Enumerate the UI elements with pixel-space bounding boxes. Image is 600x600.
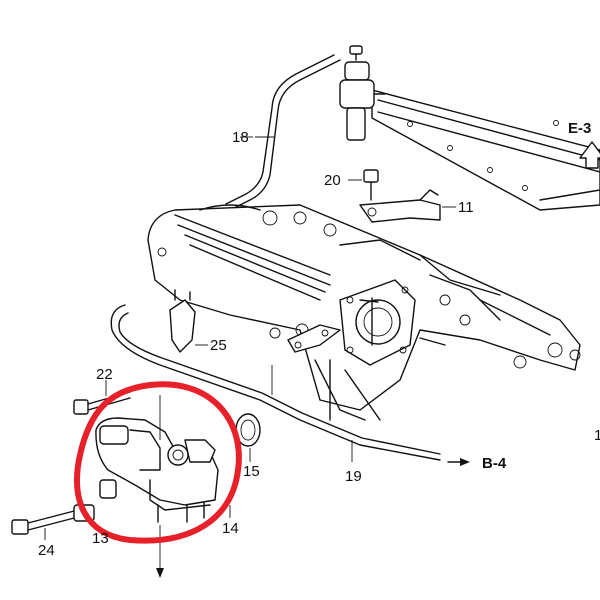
idle-air-control-valve (95, 395, 219, 578)
ref-e3: E-3 (568, 120, 600, 169)
bolt-20 (363, 169, 379, 201)
callout-22: 22 (96, 366, 113, 383)
callout-25: 25 (210, 337, 227, 354)
pressure-regulator (339, 45, 386, 141)
vacuum-hose-18 (225, 54, 341, 211)
highlight-circle (74, 381, 242, 544)
bolt-24 (11, 509, 79, 540)
ref-edge-label: 1 (594, 427, 600, 444)
callout-15: 15 (243, 463, 260, 480)
callout-11: 11 (458, 199, 474, 216)
ref-e3-label: E-3 (568, 120, 591, 137)
throttle-body (314, 279, 446, 421)
callout-14: 14 (222, 520, 239, 537)
clip-25 (169, 289, 208, 353)
callout-19: 19 (345, 468, 362, 485)
callout-24: 24 (38, 542, 55, 559)
callout-13: 13 (92, 530, 109, 547)
callout-18: 18 (232, 129, 249, 146)
mounting-bracket (287, 324, 341, 353)
vacuum-hose-19 (110, 304, 470, 466)
callout-20: 20 (324, 172, 341, 189)
bracket-11 (359, 189, 441, 223)
ref-b4-label: B-4 (482, 455, 507, 472)
fuel-rail (371, 89, 600, 211)
